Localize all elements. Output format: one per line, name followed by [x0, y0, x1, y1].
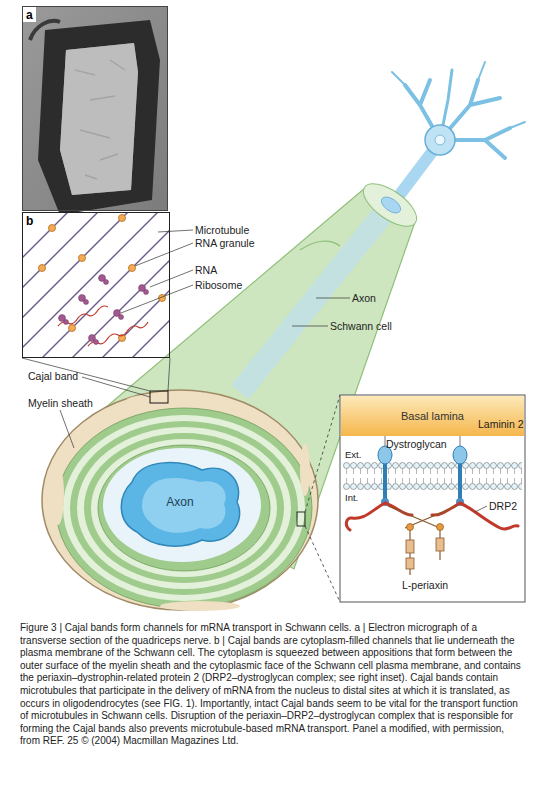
node-label: Basal lamina	[401, 410, 464, 422]
part-label: Laminin 2	[478, 418, 524, 430]
part-label: Myelin sheath	[28, 397, 93, 409]
axon-cross-section: Axon	[112, 452, 248, 552]
node-label: b	[26, 214, 33, 228]
part-label: DRP2	[489, 500, 517, 512]
side-label: Int.	[345, 492, 358, 504]
axon-highlight	[142, 478, 226, 533]
part-label: Dystroglycan	[386, 438, 447, 450]
inset-panel: b	[22, 212, 170, 358]
part-label: L-periaxin	[402, 579, 448, 591]
part-label: Microtubule	[195, 224, 249, 236]
figure-caption: Figure 3 | Cajal bands form channels for…	[20, 622, 525, 748]
node-label: Axon	[166, 495, 193, 509]
basal-lamina-band: Basal lamina	[341, 396, 524, 436]
node-label: a	[26, 8, 33, 22]
part-label: RNA granule	[195, 237, 255, 249]
part-label: Ribosome	[195, 279, 242, 291]
side-label: Ext.	[345, 449, 361, 461]
micrograph-panel: a	[22, 6, 168, 211]
part-label: Cajal band	[28, 370, 78, 382]
part-label: RNA	[195, 264, 217, 276]
axon-shape	[121, 463, 239, 546]
part-label: Axon	[352, 292, 376, 304]
part-label: Schwann cell	[330, 320, 392, 332]
